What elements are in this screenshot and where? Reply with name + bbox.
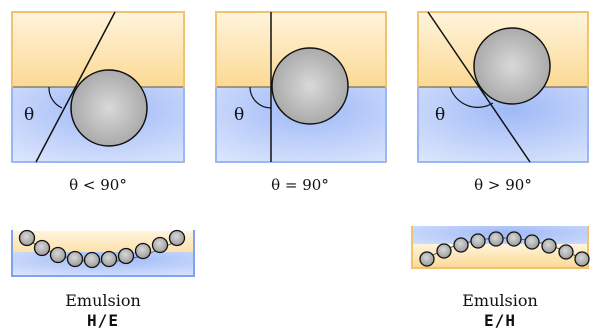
particle-chain	[419, 231, 590, 267]
particle	[70, 69, 148, 147]
theta-symbol: θ	[24, 105, 34, 125]
panel-theta-equal-90: θ	[215, 11, 387, 163]
caption-emulsion-eh: Emulsion E/H	[410, 291, 590, 331]
emulsion-eh-diagram	[411, 226, 590, 269]
tangent-line	[35, 11, 116, 163]
emulsion-code: E/H	[484, 311, 516, 330]
caption-emulsion-he: Emulsion H/E	[13, 291, 193, 331]
angle-arc	[48, 86, 63, 109]
emulsion-title: Emulsion	[65, 291, 141, 310]
panel-theta-less-90: θ	[11, 11, 185, 163]
caption-theta-equal-90: θ = 90°	[271, 176, 329, 194]
emulsion-title: Emulsion	[462, 291, 538, 310]
particle	[473, 27, 551, 105]
tangent-line	[427, 11, 531, 163]
caption-theta-greater-90: θ > 90°	[474, 176, 532, 194]
caption-theta-less-90: θ < 90°	[69, 176, 127, 194]
emulsion-he-diagram	[11, 229, 195, 277]
theta-symbol: θ	[234, 105, 244, 125]
particle-chain	[18, 229, 186, 269]
emulsion-code: H/E	[87, 311, 119, 330]
particle	[271, 47, 349, 125]
theta-symbol: θ	[435, 105, 445, 125]
angle-arc	[449, 86, 494, 108]
panel-theta-greater-90: θ	[417, 11, 589, 163]
angle-arc	[249, 86, 272, 109]
